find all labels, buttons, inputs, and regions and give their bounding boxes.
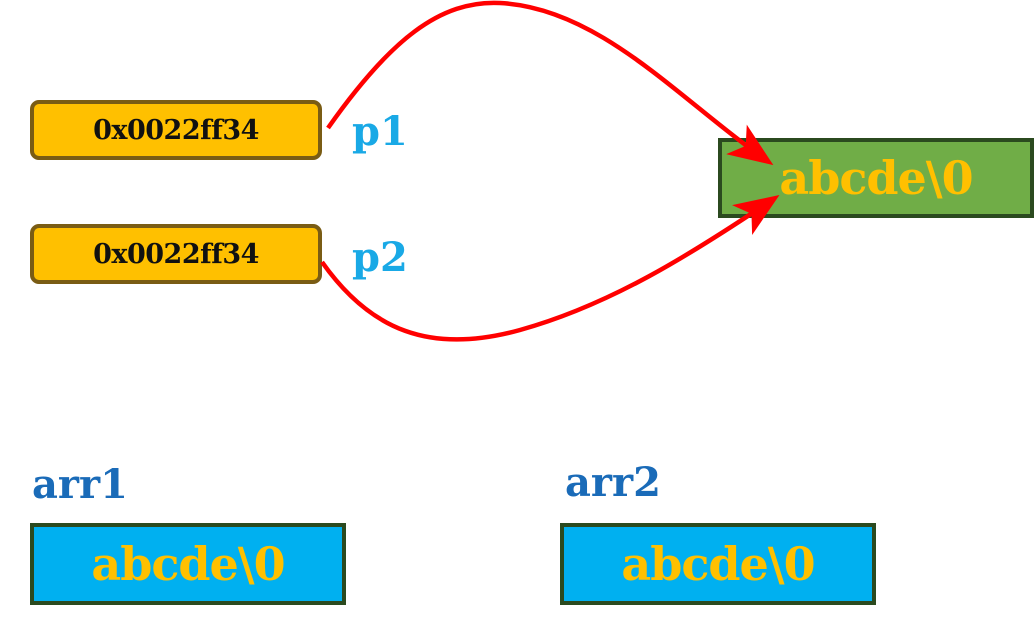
pointer-p1-label: p1 [352,108,408,155]
pointer-p2-value-box: 0x0022ff34 [30,224,322,284]
array-arr2-label: arr2 [565,459,661,506]
array-arr2-box: abcde\0 [560,523,876,605]
pointer-p2-label: p2 [352,234,408,281]
array-arr1-box: abcde\0 [30,523,346,605]
constant-string-box: abcde\0 [718,138,1034,218]
pointer-p1-value-box: 0x0022ff34 [30,100,322,160]
array-arr1-label: arr1 [32,461,128,508]
